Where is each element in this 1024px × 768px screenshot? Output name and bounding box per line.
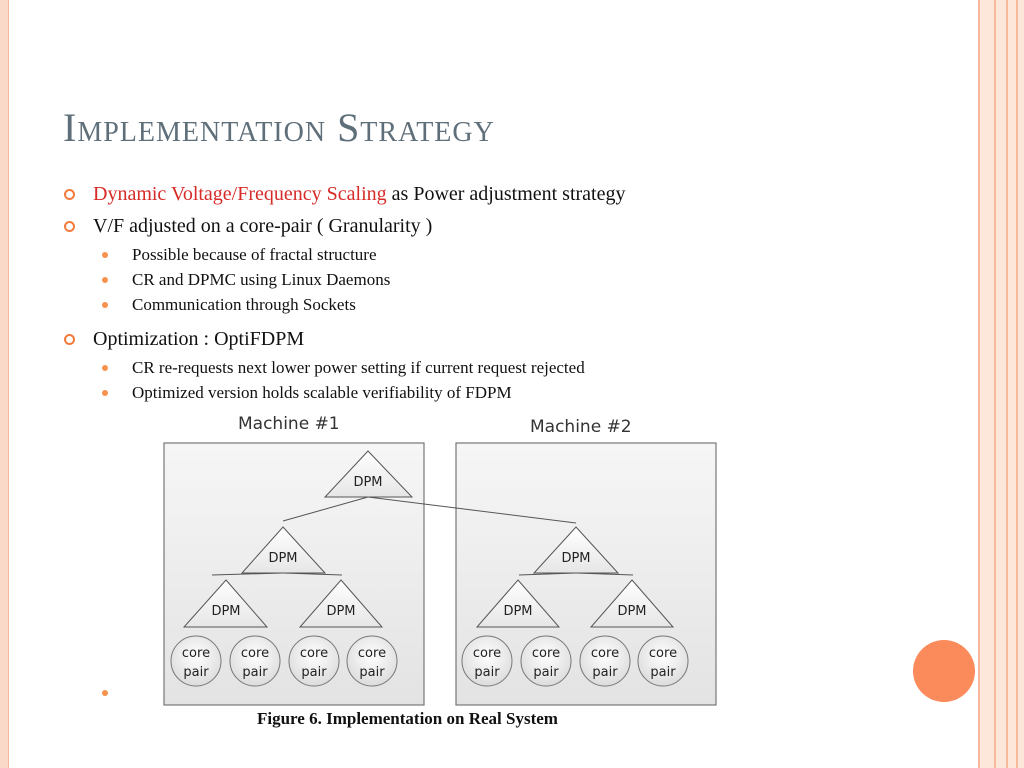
sub-bullet-text: Communication through Sockets: [132, 295, 356, 314]
dot-bullet-icon: [102, 277, 108, 283]
core-pair-node: core pair: [461, 635, 513, 687]
bullet-item: Optimization : OptiFDPM: [62, 325, 862, 357]
bullet-text: Optimization : OptiFDPM: [93, 328, 305, 350]
machine2-label: Machine #2: [530, 417, 632, 437]
svg-text:pair: pair: [474, 665, 500, 680]
sub-bullet-text: CR re-requests next lower power setting …: [132, 358, 585, 377]
svg-text:pair: pair: [533, 665, 559, 680]
sub-bullet-item: Communication through Sockets: [62, 294, 862, 319]
dot-bullet-icon: [102, 252, 108, 258]
svg-text:pair: pair: [242, 665, 268, 680]
core-pair-node: core pair: [288, 635, 340, 687]
empty-bullet-icon: [102, 690, 108, 696]
svg-text:core: core: [591, 646, 619, 661]
core-pair-node: core pair: [520, 635, 572, 687]
svg-text:pair: pair: [650, 665, 676, 680]
svg-text:DPM: DPM: [211, 604, 240, 619]
ring-bullet-icon: [64, 189, 75, 200]
dpm-node: DPM: [240, 526, 327, 574]
sub-bullet-item: CR and DPMC using Linux Daemons: [62, 269, 862, 294]
bullet-text: as Power adjustment strategy: [386, 183, 626, 205]
dpm-node: DPM: [475, 579, 561, 628]
svg-text:core: core: [182, 646, 210, 661]
slide-title: Implementation Strategy: [63, 105, 495, 150]
dpm-node: DPM: [532, 526, 620, 574]
bullet-text: V/F adjusted on a core-pair ( Granularit…: [93, 215, 433, 237]
right-frame-stripes: [976, 0, 1024, 768]
dpm-node: DPM: [298, 579, 384, 628]
dot-bullet-icon: [102, 390, 108, 396]
svg-text:DPM: DPM: [326, 604, 355, 619]
core-pair-node: core pair: [229, 635, 281, 687]
bullet-item: Dynamic Voltage/Frequency Scaling as Pow…: [62, 180, 862, 212]
sub-bullet-text: CR and DPMC using Linux Daemons: [132, 270, 391, 289]
svg-text:core: core: [649, 646, 677, 661]
svg-text:core: core: [241, 646, 269, 661]
svg-text:core: core: [300, 646, 328, 661]
sub-bullet-text: Optimized version holds scalable verifia…: [132, 383, 512, 402]
svg-text:pair: pair: [359, 665, 385, 680]
svg-text:DPM: DPM: [268, 551, 297, 566]
svg-text:pair: pair: [301, 665, 327, 680]
core-pair-node: core pair: [346, 635, 398, 687]
ring-bullet-icon: [64, 221, 75, 232]
dpm-node: DPM: [323, 450, 414, 498]
bullet-item: V/F adjusted on a core-pair ( Granularit…: [62, 212, 862, 244]
implementation-figure: Machine #1 Machine #2 DPM DPM DPM: [150, 405, 740, 740]
sub-bullet-item: Possible because of fractal structure: [62, 244, 862, 269]
core-pair-node: core pair: [170, 635, 222, 687]
dpm-node: DPM: [589, 579, 675, 628]
dpm-node: DPM: [182, 579, 269, 628]
svg-text:DPM: DPM: [353, 475, 382, 490]
svg-text:DPM: DPM: [561, 551, 590, 566]
svg-text:core: core: [473, 646, 501, 661]
core-pair-node: core pair: [637, 635, 689, 687]
svg-text:DPM: DPM: [503, 604, 532, 619]
figure-caption: Figure 6. Implementation on Real System: [257, 709, 558, 728]
bullet-list: Dynamic Voltage/Frequency Scaling as Pow…: [62, 180, 862, 407]
highlight-text: Dynamic Voltage/Frequency Scaling: [93, 183, 387, 205]
machine1-label: Machine #1: [238, 414, 340, 434]
sub-bullet-item: Optimized version holds scalable verifia…: [62, 382, 862, 407]
sub-bullet-text: Possible because of fractal structure: [132, 245, 377, 264]
dot-bullet-icon: [102, 365, 108, 371]
left-frame-stripe: [0, 0, 9, 768]
svg-text:pair: pair: [592, 665, 618, 680]
dot-bullet-icon: [102, 302, 108, 308]
decorative-orange-circle: [913, 640, 975, 702]
svg-text:pair: pair: [183, 665, 209, 680]
sub-bullet-item: CR re-requests next lower power setting …: [62, 357, 862, 382]
svg-text:core: core: [358, 646, 386, 661]
ring-bullet-icon: [64, 334, 75, 345]
core-pair-node: core pair: [579, 635, 631, 687]
svg-text:DPM: DPM: [617, 604, 646, 619]
svg-text:core: core: [532, 646, 560, 661]
